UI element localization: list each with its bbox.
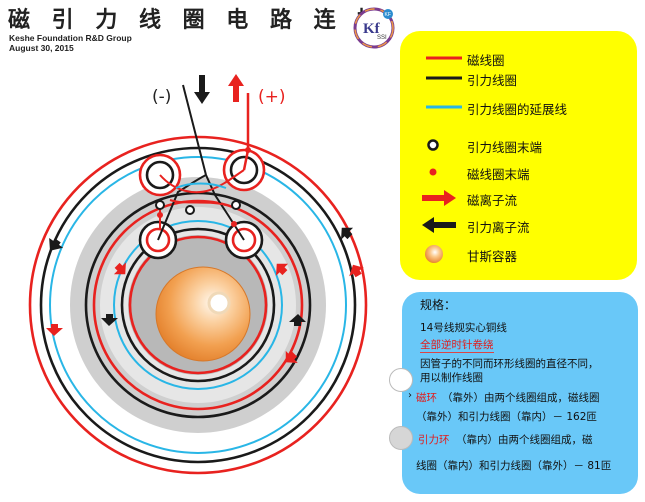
grey-bullet-circle <box>389 426 413 450</box>
coil-end-markers <box>155 147 251 227</box>
spec-winding: 全部逆时针卷绕 <box>420 339 494 353</box>
legend-item-grav-flow: 引力离子流 <box>400 214 637 236</box>
date-text: August 30, 2015 <box>9 43 74 53</box>
plus-terminal-label: (+) <box>258 87 286 107</box>
coil-connection-diagram: (-) (+) <box>28 74 368 475</box>
logo-badge: KF <box>385 12 391 18</box>
page-title: 磁 引 力 线 圈 电 路 连 接 <box>8 8 387 33</box>
spec-diameter-2: 用以制作线圈 <box>420 372 483 384</box>
legend-item-magnetic-coil: 磁线圈 <box>400 47 637 69</box>
credits: Keshe Foundation R&D Group August 30, 20… <box>9 33 132 53</box>
spec-item1-mark: › <box>408 390 412 401</box>
spec-grav-ring-text-2: 线圈（靠内）和引力线圈（靠外）－ 81匝 <box>416 460 612 472</box>
red-arrow-icon <box>228 74 244 102</box>
minus-terminal-label: (-) <box>152 87 171 107</box>
legend-label: 引力离子流 <box>467 220 530 235</box>
legend-label: 引力线圈 <box>467 73 518 88</box>
spec-heading: 规格： <box>420 298 457 312</box>
logo-sub: SSI <box>377 35 387 41</box>
cyan-line-icon <box>426 105 462 109</box>
red-arrow-icon <box>422 190 456 206</box>
legend-item-gans: 甘斯容器 <box>400 243 637 265</box>
spec-grav-ring-label: 引力环 <box>418 434 450 446</box>
specifications-panel: 规格： 14号线规实心铜线 全部逆时针卷绕 因管子的不同而环形线圈的直径不同， … <box>402 292 638 494</box>
legend-item-extension: 引力线圈的延展线 <box>400 96 637 118</box>
legend-item-mag-end: 磁线圈末端 <box>400 161 637 183</box>
org-name: Keshe Foundation R&D Group <box>9 33 132 43</box>
spec-grav-ring-text: （靠内）由两个线圈组成，磁 <box>456 434 593 446</box>
legend-item-grav-end: 引力线圈末端 <box>400 134 637 156</box>
ring-end-icon <box>427 139 439 151</box>
legend-label: 甘斯容器 <box>467 249 518 264</box>
spec-wire: 14号线规实心铜线 <box>420 322 507 334</box>
spec-diameter: 因管子的不同而环形线圈的直径不同， <box>420 358 599 370</box>
logo-text: Kf <box>363 21 381 37</box>
gans-sphere-icon <box>425 245 443 263</box>
black-arrow-icon <box>194 75 210 104</box>
legend-label: 磁线圈 <box>467 53 505 68</box>
legend-label: 磁离子流 <box>467 193 518 208</box>
spec-magnetic-ring-label: 磁环 <box>416 392 437 404</box>
spec-magnetic-ring-text: （靠外）由两个线圈组成，磁线圈 <box>442 392 600 404</box>
keshe-logo: Kf SSI KF <box>353 7 395 49</box>
black-line-icon <box>426 76 462 80</box>
legend-label: 引力线圈末端 <box>467 140 543 155</box>
black-arrow-icon <box>422 217 456 233</box>
gans-container <box>155 266 251 362</box>
legend-panel: 磁线圈 引力线圈 引力线圈的延展线 引力线圈末端 磁线圈末端 磁离子流 引力离子… <box>400 31 637 280</box>
legend-item-mag-flow: 磁离子流 <box>400 187 637 209</box>
legend-label: 引力线圈的延展线 <box>467 102 568 117</box>
red-line-icon <box>426 56 462 60</box>
legend-item-grav-coil: 引力线圈 <box>400 67 637 89</box>
white-bullet-circle <box>389 368 413 392</box>
red-dot-icon <box>429 168 437 176</box>
magnetic-ring <box>28 135 368 475</box>
spec-magnetic-ring-text-2: （靠外）和引力线圈（靠内）－ 162匝 <box>416 411 597 423</box>
legend-label: 磁线圈末端 <box>467 167 530 182</box>
